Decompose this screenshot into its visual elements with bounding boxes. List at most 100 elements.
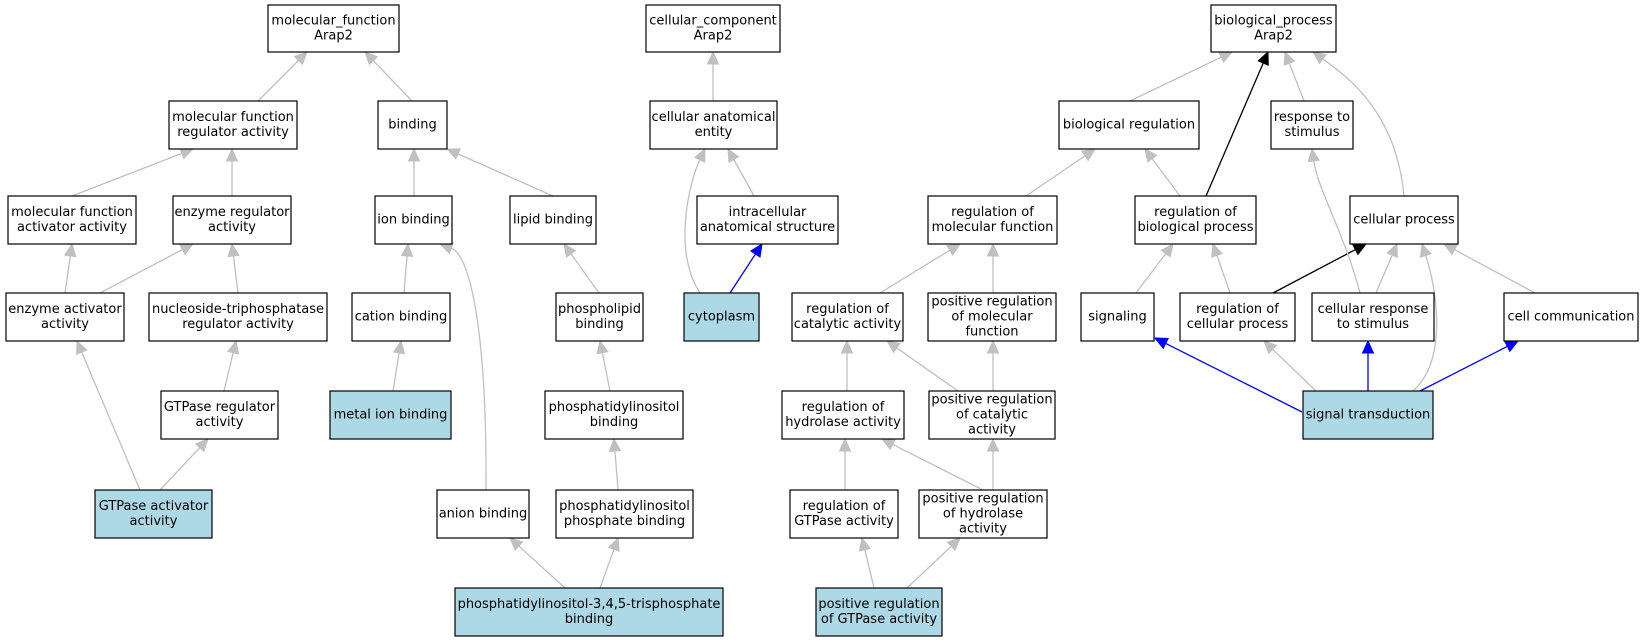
arrowhead-icon [608, 437, 622, 452]
edge-line [457, 153, 554, 197]
term-box [436, 489, 530, 539]
term-node-binding[interactable]: binding [377, 100, 448, 150]
term-box [329, 390, 452, 440]
edge-rha-to-rca [840, 339, 854, 391]
term-box [509, 195, 597, 245]
edge-line [1151, 158, 1181, 197]
edge-prmf-to-rmf [986, 242, 1000, 293]
term-node-ion[interactable]: ion binding [374, 195, 453, 245]
term-box [1210, 4, 1337, 53]
term-node-pip3[interactable]: phosphatidylinositol-3,4,5-trisphosphate… [454, 587, 724, 637]
arrowhead-icon [226, 339, 240, 355]
edge-prga-to-prha [906, 537, 961, 589]
edge-line [392, 352, 400, 392]
term-box [1080, 292, 1155, 342]
term-node-bioreg[interactable]: biological regulation [1058, 100, 1200, 150]
edge-line [1454, 249, 1536, 294]
edge-pip3-to-anion [509, 537, 566, 589]
edge-cc-to-cp [1442, 243, 1536, 294]
term-node-cp[interactable]: cellular process [1349, 195, 1459, 245]
term-box [1311, 292, 1435, 342]
term-label-line: response to [1274, 110, 1350, 125]
term-box [1503, 292, 1639, 342]
term-box [168, 100, 298, 150]
edge-eaa-to-era [99, 243, 195, 294]
edge-line [892, 443, 984, 491]
edge-line [1272, 249, 1356, 294]
edge-line [1129, 56, 1222, 102]
edge-signaling-to-rbp [1135, 243, 1174, 294]
term-box [160, 390, 279, 440]
arrowhead-icon [1361, 339, 1375, 354]
term-label-line: phosphatidylinositol [559, 499, 690, 514]
term-node-metal[interactable]: metal ion binding [329, 390, 452, 440]
arrowhead-icon [986, 242, 1000, 257]
term-node-lipid[interactable]: lipid binding [509, 195, 597, 245]
term-box [148, 292, 328, 342]
term-box [928, 390, 1056, 440]
term-node-cc[interactable]: cell communication [1503, 292, 1639, 342]
arrowhead-icon [1160, 243, 1174, 258]
arrowhead-icon [1153, 337, 1169, 350]
term-label-line: biological process [1137, 220, 1253, 235]
arrowhead-icon [1211, 242, 1224, 258]
term-node-cyto[interactable]: cytoplasm [683, 292, 760, 342]
term-box [649, 100, 778, 150]
term-box [555, 489, 694, 539]
edge-line [518, 545, 566, 589]
term-label-line: function [965, 325, 1018, 340]
arrowhead-icon [194, 438, 209, 453]
edge-st-to-cp [1412, 242, 1438, 392]
term-label-line: to stimulus [1337, 317, 1409, 332]
term-node-cation[interactable]: cation binding [351, 292, 451, 342]
term-label-line: regulation of [806, 302, 889, 317]
term-node-anion[interactable]: anion binding [436, 489, 530, 539]
arrowhead-icon [1144, 148, 1158, 163]
edge-line [403, 255, 408, 294]
term-box [377, 100, 448, 150]
term-node-signaling[interactable]: signaling [1080, 292, 1155, 342]
arrowhead-icon [1218, 51, 1234, 64]
edge-line [1322, 58, 1405, 197]
edge-gaa-to-gra [159, 438, 209, 491]
arrowhead-icon [749, 242, 763, 258]
arrowhead-icon [509, 537, 524, 552]
edge-lipid-to-binding [445, 148, 554, 197]
arrowhead-icon [227, 242, 240, 258]
term-box [918, 489, 1048, 539]
edge-metal-to-cation [392, 339, 406, 392]
term-label-line: regulation of [951, 205, 1034, 220]
edge-line [223, 352, 234, 392]
term-box [374, 195, 453, 245]
term-label-line: cellular anatomical [652, 110, 776, 125]
term-node-st[interactable]: signal transduction [1302, 390, 1434, 440]
edge-line [1313, 160, 1361, 294]
